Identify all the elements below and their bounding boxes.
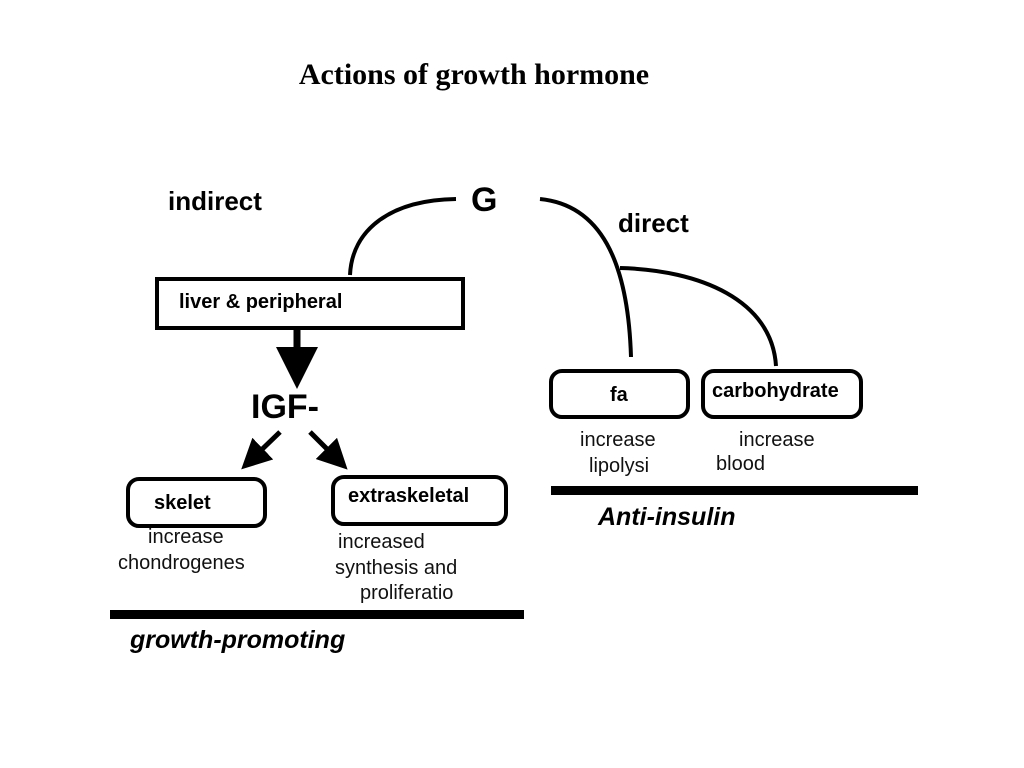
extraskeletal-note-line-1: increased	[338, 531, 425, 553]
igf-node: IGF-	[251, 388, 319, 426]
growth-promoting-caption: growth-promoting	[130, 626, 346, 654]
carbohydrate-note-line-1: increase	[739, 429, 815, 451]
carbohydrate-box: carbohydrate	[701, 369, 863, 419]
extraskeletal-box: extraskeletal	[331, 475, 508, 526]
igf-to-skeletal-arrow	[241, 430, 282, 470]
indirect-branch-line	[348, 197, 457, 276]
skeletal-note-line-2: chondrogenes	[118, 552, 245, 574]
fat-note-line-1: increase	[580, 429, 656, 451]
carbohydrate-branch-line	[619, 266, 778, 367]
carbohydrate-note-line-2: blood	[716, 453, 765, 475]
direct-label: direct	[618, 208, 689, 238]
skeletal-box: skelet	[126, 477, 267, 528]
skeletal-note-line-1: increase	[148, 526, 224, 548]
igf-to-extraskeletal-arrow	[308, 430, 348, 470]
liver-peripheral-box: liver & peripheral	[155, 277, 465, 330]
direct-branch-line	[539, 197, 633, 358]
indirect-label: indirect	[168, 186, 262, 216]
diagram-title: Actions of growth hormone	[298, 58, 650, 91]
fat-note-line-2: lipolysi	[589, 455, 650, 477]
extraskeletal-note-line-2: synthesis and	[335, 557, 458, 579]
hub-node-g: G	[471, 181, 498, 219]
anti-insulin-caption: Anti-insulin	[598, 503, 736, 531]
growth-promoting-bar	[110, 610, 524, 619]
fat-box: fa	[549, 369, 690, 419]
extraskeletal-note-line-3: proliferatio	[360, 582, 454, 604]
anti-insulin-bar	[551, 486, 918, 495]
